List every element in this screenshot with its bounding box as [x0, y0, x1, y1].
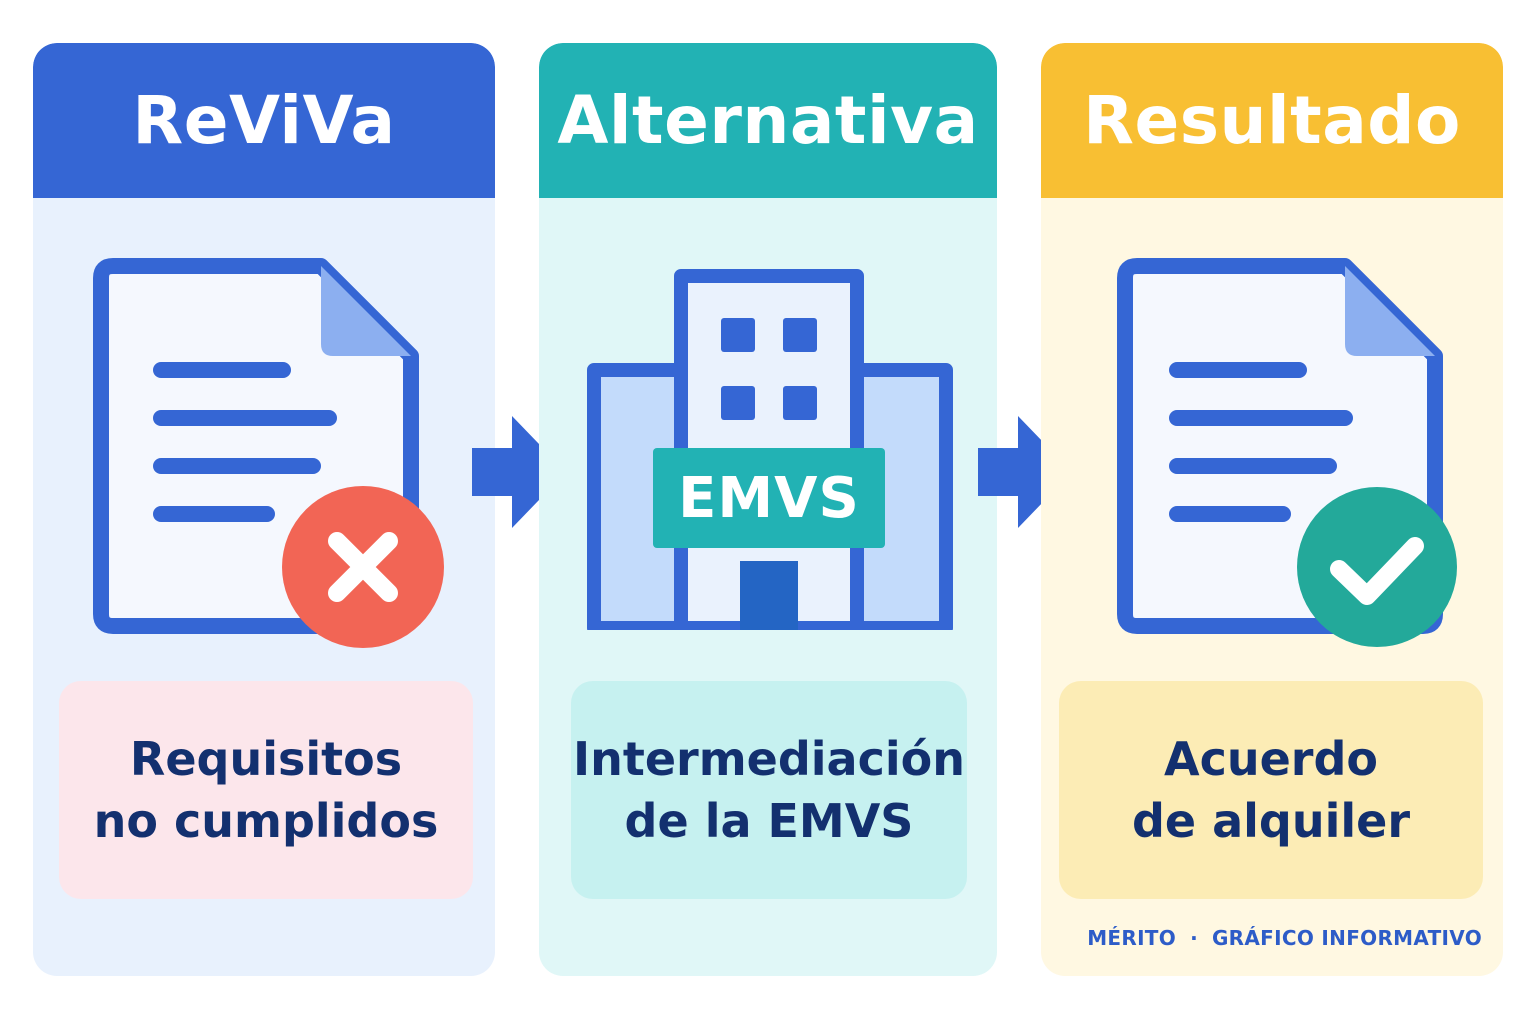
panel-alternativa: Alternativa EMVS Intermediación de la EM… [539, 43, 997, 976]
panel-resultado: Resultado Acuerdo de alquiler [1041, 43, 1503, 976]
panel-title: Resultado [1083, 82, 1461, 159]
arrow-right-icon [978, 416, 1074, 528]
label-line-1: Requisitos [129, 732, 403, 786]
label-box: Acuerdo de alquiler [1059, 681, 1483, 899]
panel-title: Alternativa [557, 82, 979, 159]
panel-title: ReViVa [132, 82, 396, 159]
panel-header: ReViVa [33, 43, 495, 198]
label-line-2: de la EMVS [624, 794, 914, 848]
footer-brand: MÉRITO [1087, 926, 1177, 950]
panel-reviva: ReViVa Requisitos no cumplidos [33, 43, 495, 976]
arrow-right-icon [472, 416, 568, 528]
footer-credit: MÉRITO · GRÁFICO INFORMATIVO [1087, 926, 1482, 950]
label-line-1: Acuerdo [1163, 732, 1378, 786]
footer-separator: · [1190, 926, 1198, 950]
document-approved-icon [1117, 258, 1477, 648]
footer-tagline: GRÁFICO INFORMATIVO [1211, 926, 1482, 950]
building-icon: EMVS [587, 268, 953, 630]
label-line-2: de alquiler [1131, 794, 1411, 848]
label-box: Intermediación de la EMVS [571, 681, 967, 899]
panel-header: Alternativa [539, 43, 997, 198]
label-line-2: no cumplidos [93, 794, 439, 848]
emvs-sign-text: EMVS [678, 465, 860, 531]
document-rejected-icon [93, 258, 453, 648]
panel-header: Resultado [1041, 43, 1503, 198]
label-box: Requisitos no cumplidos [59, 681, 473, 899]
label-line-1: Intermediación [573, 732, 965, 786]
